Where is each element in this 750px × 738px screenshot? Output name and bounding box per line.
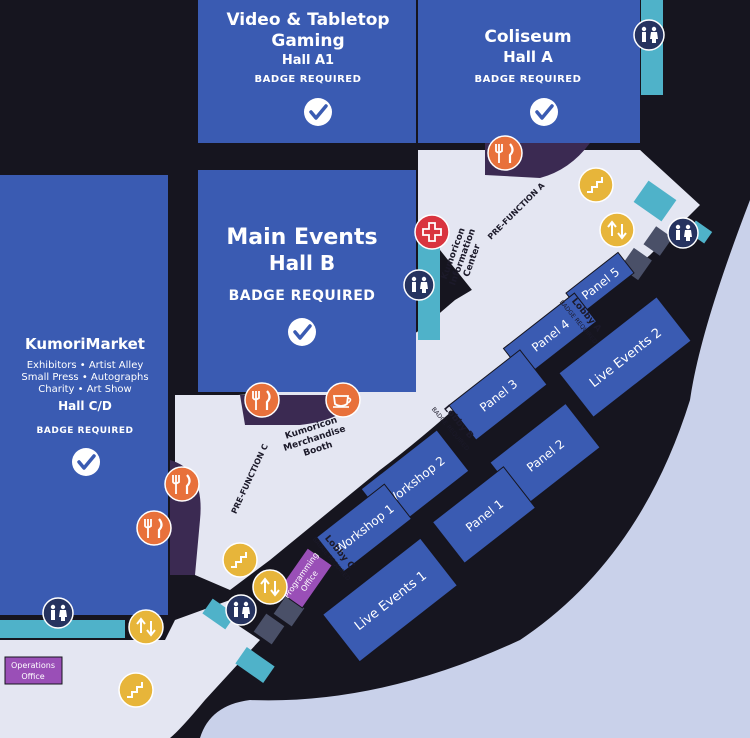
operations-office[interactable]: Operations Office bbox=[4, 656, 63, 685]
food-icon bbox=[244, 382, 280, 418]
svg-text:Operations: Operations bbox=[11, 661, 55, 670]
stairs-icon bbox=[118, 672, 154, 708]
checkmark-icon bbox=[304, 98, 332, 126]
hall-kumori-market-title: KumoriMarket bbox=[25, 335, 145, 353]
hall-kumori-market-hall: Hall C/D bbox=[58, 399, 112, 413]
hall-main-events-badge: BADGE REQUIRED bbox=[229, 288, 376, 304]
elevator-icon bbox=[599, 212, 635, 248]
checkmark-icon bbox=[72, 448, 100, 476]
hall-main-events-line1: Main Events bbox=[226, 225, 377, 250]
coffee-icon bbox=[325, 382, 361, 418]
svg-text:Office: Office bbox=[21, 672, 44, 681]
hall-kumori-market-sub3: Charity • Art Show bbox=[38, 384, 131, 395]
checkmark-icon bbox=[288, 318, 316, 346]
hall-kumori-market-sub1: Exhibitors • Artist Alley bbox=[27, 360, 144, 371]
hall-kumori-market-badge: BADGE REQUIRED bbox=[37, 426, 134, 436]
hall-coliseum[interactable]: Coliseum Hall A BADGE REQUIRED bbox=[418, 0, 640, 143]
hall-coliseum-line1: Coliseum bbox=[484, 27, 571, 47]
prefunction-c-area bbox=[175, 395, 300, 575]
corridors bbox=[0, 150, 700, 738]
stairs-icon bbox=[222, 542, 258, 578]
hall-video-gaming-line1: Video & Tabletop bbox=[226, 10, 389, 30]
restroom-icon bbox=[225, 594, 257, 626]
food-icon bbox=[136, 510, 172, 546]
restroom-icon bbox=[667, 217, 699, 249]
lower-corridor bbox=[0, 600, 260, 738]
hall-kumori-market-sub2: Small Press • Autographs bbox=[21, 372, 148, 383]
hall-main-events-line2: Hall B bbox=[269, 251, 335, 275]
hall-coliseum-badge: BADGE REQUIRED bbox=[475, 74, 582, 85]
elevator-icon bbox=[128, 609, 164, 645]
food-icon bbox=[164, 466, 200, 502]
elevator-shafts bbox=[253, 226, 673, 645]
room-panel1[interactable]: Panel 1 bbox=[431, 466, 537, 564]
hall-video-gaming-badge: BADGE REQUIRED bbox=[255, 74, 362, 85]
restroom-icon bbox=[633, 19, 665, 51]
hall-video-gaming[interactable]: Video & Tabletop Gaming Hall A1 BADGE RE… bbox=[198, 0, 416, 143]
hall-main-events[interactable]: Main Events Hall B BADGE REQUIRED bbox=[198, 170, 416, 392]
checkmark-icon bbox=[530, 98, 558, 126]
food-icon bbox=[487, 135, 523, 171]
main-corridor bbox=[175, 150, 700, 590]
stairs-icon bbox=[578, 167, 614, 203]
prefunction-a-area bbox=[418, 150, 690, 300]
hall-video-gaming-line3: Hall A1 bbox=[282, 53, 334, 68]
hall-coliseum-line2: Hall A bbox=[503, 48, 553, 66]
restroom-icon bbox=[403, 269, 435, 301]
first-aid-icon bbox=[414, 214, 450, 250]
room-panel2[interactable]: Panel 2 bbox=[489, 402, 601, 508]
room-panel3[interactable]: Panel 3 bbox=[448, 349, 548, 441]
restroom-icon bbox=[42, 597, 74, 629]
hall-kumori-market[interactable]: KumoriMarket Exhibitors • Artist Alley S… bbox=[0, 175, 168, 615]
hall-video-gaming-line2: Gaming bbox=[271, 31, 344, 51]
elevator-icon bbox=[252, 569, 288, 605]
